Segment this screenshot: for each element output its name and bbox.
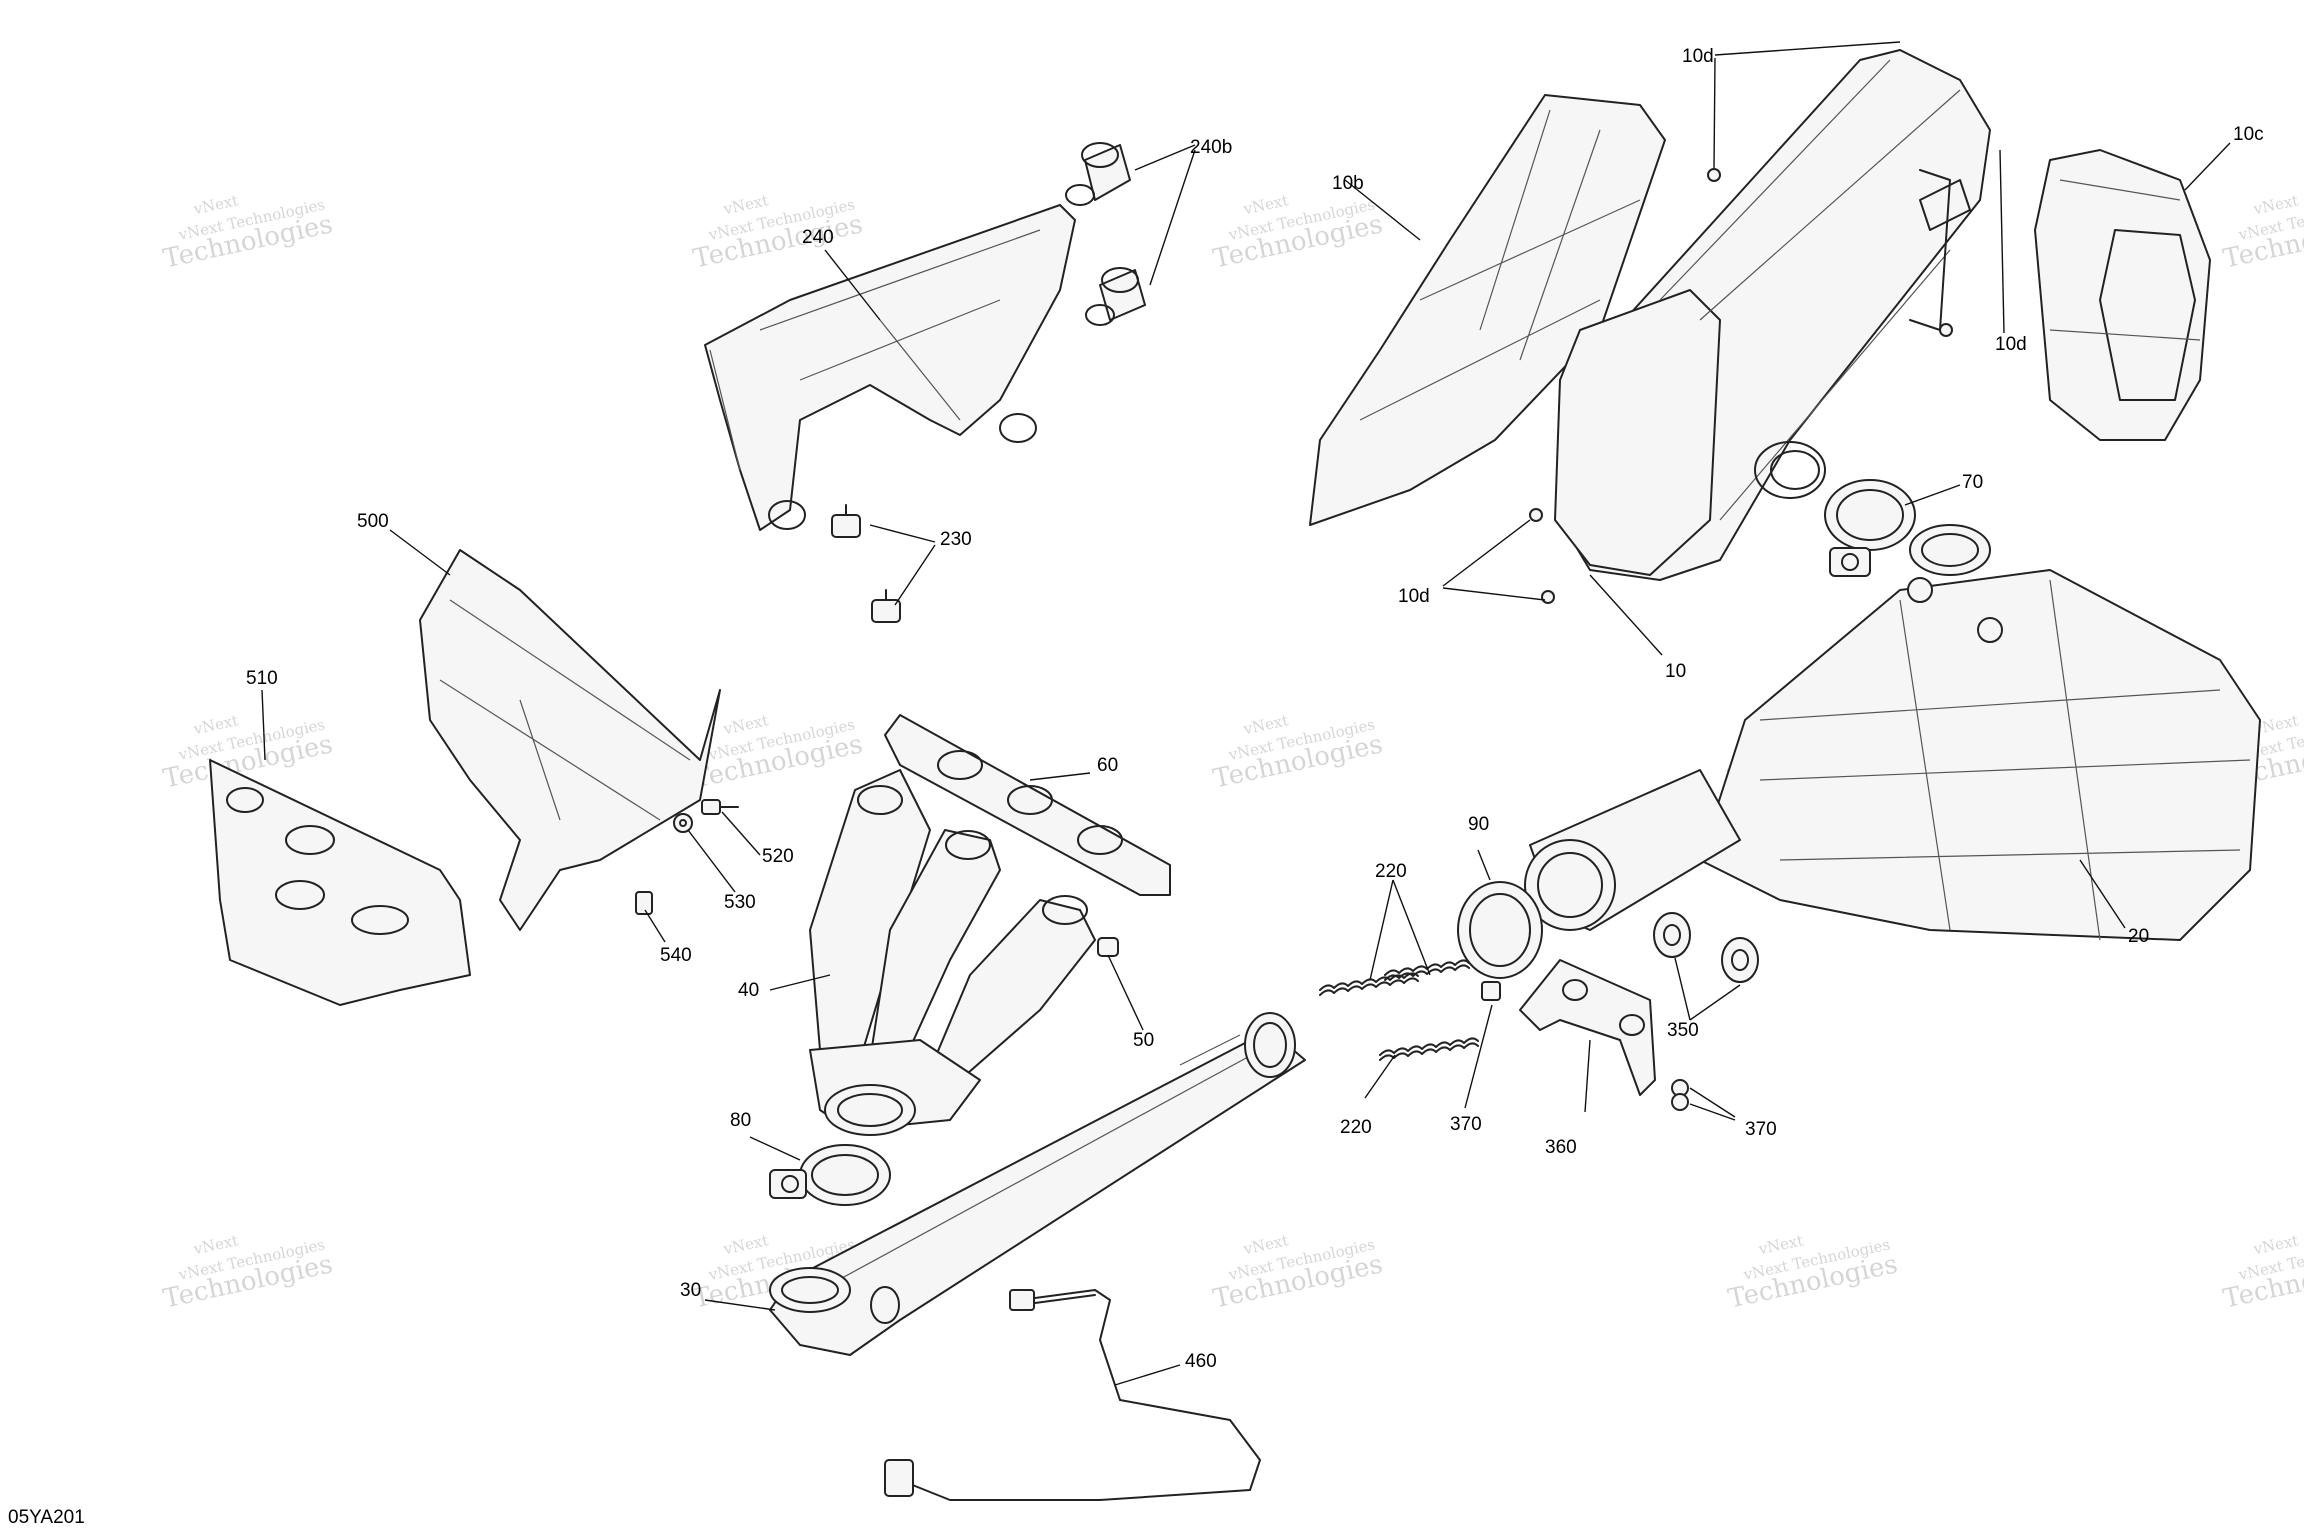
callout-10b: 10b bbox=[1332, 173, 1364, 194]
callout-10d-top: 10d bbox=[1682, 46, 1714, 67]
callout-40: 40 bbox=[738, 980, 759, 1001]
watermark: vNext vNext Technologies Technologies bbox=[161, 1231, 336, 1314]
muffler-20 bbox=[1524, 524, 2261, 941]
callout-370-left: 370 bbox=[1450, 1114, 1482, 1135]
callout-20: 20 bbox=[2128, 926, 2149, 947]
callout-240b: 240b bbox=[1190, 137, 1232, 158]
watermark: vNext vNext Technologies Technologies bbox=[691, 191, 866, 274]
bolt-370 bbox=[1481, 981, 1689, 1111]
callout-labels: 240b 240 230 10b 10d 10c 10d 10d 10 70 5… bbox=[246, 46, 2264, 1372]
heat-shield-510 bbox=[209, 759, 471, 1006]
callout-460: 460 bbox=[1185, 1351, 1217, 1372]
callout-10d-left: 10d bbox=[1398, 586, 1430, 607]
manifold-40 bbox=[809, 769, 1096, 1136]
callout-500: 500 bbox=[357, 511, 389, 532]
sensor-460 bbox=[884, 1289, 1261, 1501]
callout-60: 60 bbox=[1097, 755, 1118, 776]
watermark: vNext vNext Technologies Technologies bbox=[1211, 1231, 1386, 1314]
nut-50 bbox=[1097, 937, 1119, 957]
callout-520: 520 bbox=[762, 846, 794, 867]
pipe-30 bbox=[769, 1012, 1306, 1356]
callout-50: 50 bbox=[1133, 1030, 1154, 1051]
washer-530 bbox=[673, 813, 693, 833]
callout-10d-right: 10d bbox=[1995, 334, 2027, 355]
gasket-60 bbox=[884, 714, 1171, 896]
callout-530: 530 bbox=[724, 892, 756, 913]
callout-540: 540 bbox=[660, 945, 692, 966]
bracket-240 bbox=[704, 204, 1076, 531]
callout-220-top: 220 bbox=[1375, 861, 1407, 882]
clamp-80 bbox=[769, 1144, 891, 1206]
heat-shield-500 bbox=[419, 549, 721, 931]
bolt-230 bbox=[831, 504, 901, 623]
callout-230: 230 bbox=[940, 529, 972, 550]
callout-90: 90 bbox=[1468, 814, 1489, 835]
spring-220 bbox=[1319, 959, 1479, 1061]
clip-540 bbox=[635, 891, 653, 915]
end-cap-10c bbox=[2034, 149, 2211, 441]
callout-70: 70 bbox=[1962, 472, 1983, 493]
leader-lines bbox=[261, 41, 2231, 1386]
sleeve-240b bbox=[1065, 142, 1146, 326]
diagram-code: 05YA201 bbox=[8, 1507, 85, 1528]
callout-240: 240 bbox=[802, 227, 834, 248]
callout-370-right: 370 bbox=[1745, 1119, 1777, 1140]
callout-510: 510 bbox=[246, 668, 278, 689]
callout-30: 30 bbox=[680, 1280, 701, 1301]
watermark: vNext vNext Technologies Technologies bbox=[2221, 191, 2304, 274]
gasket-90 bbox=[1457, 881, 1543, 979]
bracket-360 bbox=[1519, 959, 1656, 1096]
callout-80: 80 bbox=[730, 1110, 751, 1131]
callout-10c: 10c bbox=[2233, 124, 2264, 145]
watermark: vNext vNext Technologies Technologies bbox=[2221, 1231, 2304, 1314]
callout-350: 350 bbox=[1667, 1020, 1699, 1041]
callout-360: 360 bbox=[1545, 1137, 1577, 1158]
callout-10: 10 bbox=[1665, 661, 1686, 682]
bolt-520 bbox=[701, 799, 739, 815]
muffler-10 bbox=[1554, 49, 1991, 581]
callout-220-bottom: 220 bbox=[1340, 1117, 1372, 1138]
watermark: vNext vNext Technologies Technologies bbox=[1211, 711, 1386, 794]
watermark: vNext vNext Technologies Technologies bbox=[161, 191, 336, 274]
clamp-70 bbox=[1824, 479, 1916, 577]
watermark: vNext vNext Technologies Technologies bbox=[1726, 1231, 1901, 1314]
heat-shield-10b bbox=[1309, 94, 1666, 526]
grommet-350 bbox=[1653, 912, 1759, 983]
